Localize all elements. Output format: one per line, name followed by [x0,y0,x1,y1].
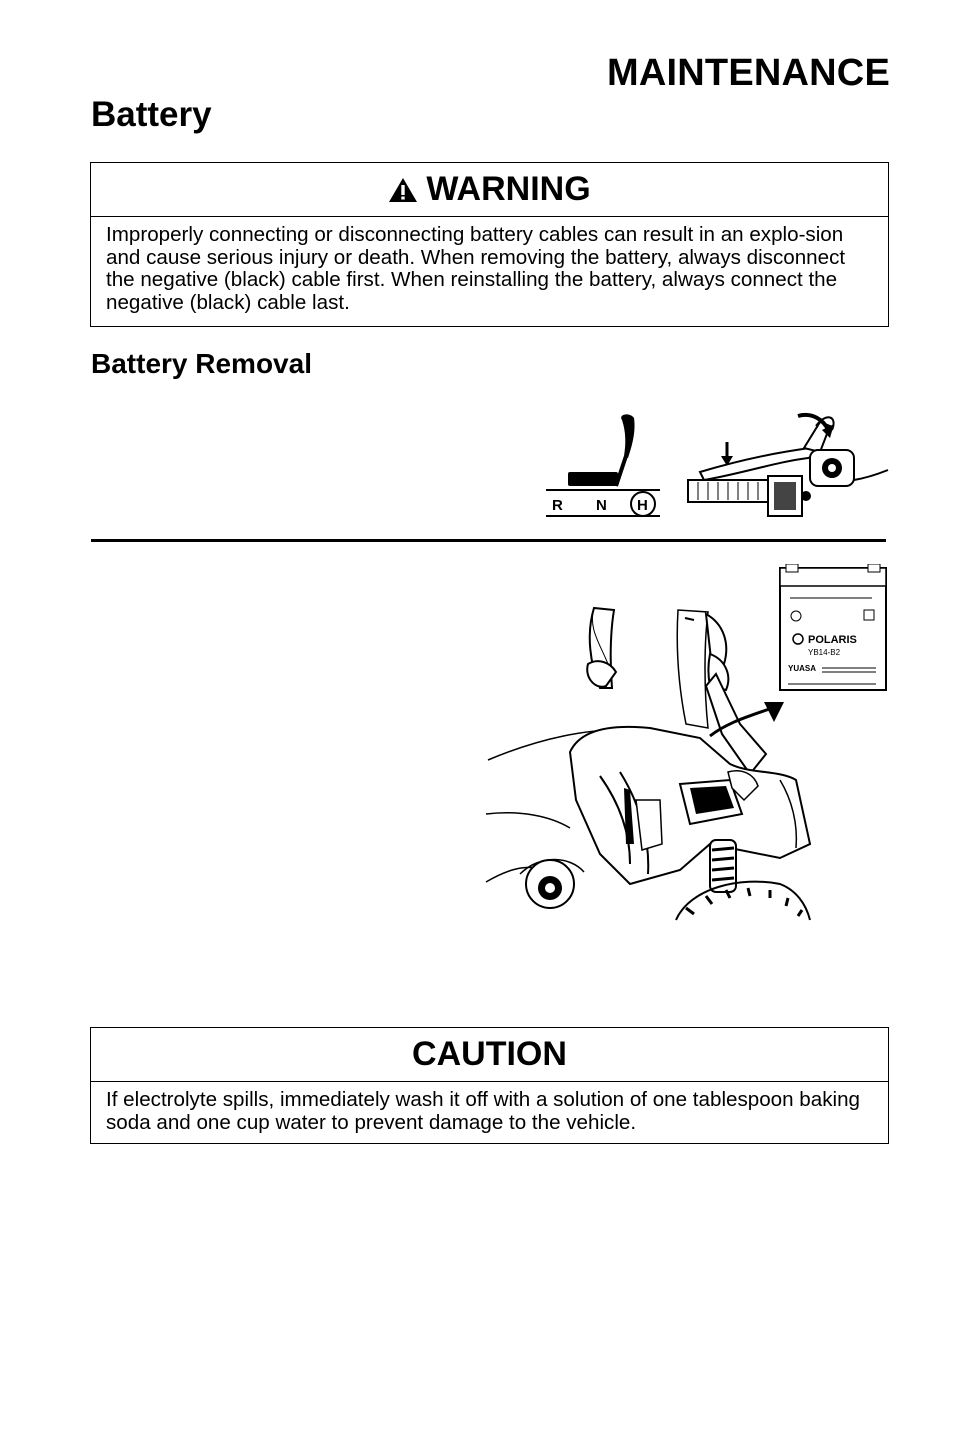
brake-lever-illustration [687,413,889,517]
gear-label-r: R [552,497,563,514]
battery-model-label: YB14-B2 [808,648,841,657]
caution-box: CAUTION If electrolyte spills, immediate… [90,1027,889,1144]
battery-removal-heading: Battery Removal [91,348,312,379]
warning-heading: WARNING [426,170,591,208]
caution-text: If electrolyte spills, immediately wash … [106,1088,860,1134]
section-title: MAINTENANCE [607,52,890,94]
warning-header: WARNING [91,163,888,217]
battery-illustration: POLARIS YB14-B2 YUASA [779,564,887,691]
section-divider [91,539,886,542]
gear-shifter-illustration: R N H [546,414,660,517]
warning-text: Improperly connecting or disconnecting b… [106,223,846,314]
atv-battery-removal-illustration [485,606,812,921]
caution-heading: CAUTION [91,1028,888,1082]
gear-label-n: N [596,497,607,514]
page-title: Battery [91,95,212,134]
battery-maker-label: YUASA [788,664,816,673]
battery-brand-label: POLARIS [808,634,857,646]
warning-box: WARNING Improperly connecting or disconn… [90,162,889,327]
warning-triangle-icon [388,166,418,218]
gear-label-h: H [637,497,648,514]
